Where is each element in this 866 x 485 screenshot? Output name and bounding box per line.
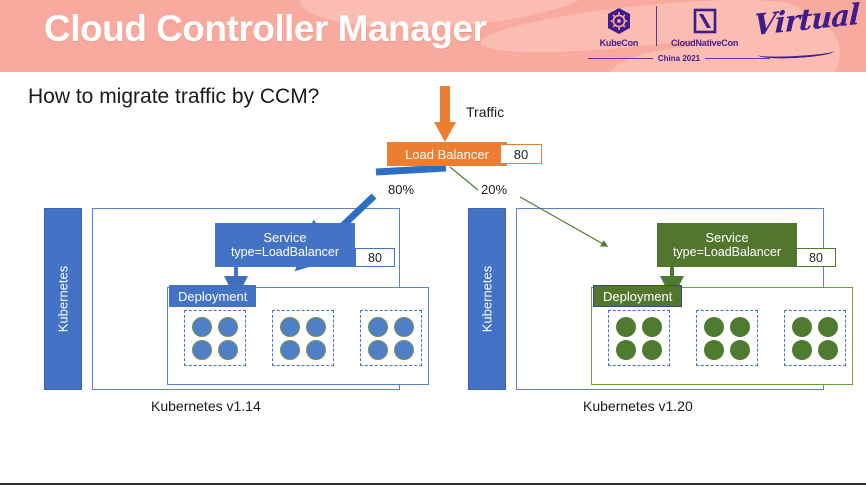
service-box-left[interactable]: Service type=LoadBalancer	[215, 223, 355, 267]
pod	[394, 339, 414, 360]
pod	[192, 316, 212, 337]
traffic-arrow-to-left-cluster	[375, 164, 447, 176]
cloudnativecon-label: CloudNativeCon	[670, 38, 739, 48]
pod-group	[272, 310, 334, 366]
cluster-caption-right: Kubernetes v1.20	[583, 398, 693, 414]
cluster-sidebar-label: Kubernetes	[479, 265, 495, 333]
pod-group	[360, 310, 422, 366]
cluster-caption-left: Kubernetes v1.14	[151, 398, 261, 414]
pod	[368, 316, 388, 337]
cloudnativecon-logo: CloudNativeCon	[663, 4, 747, 48]
cluster-sidebar-label: Kubernetes	[55, 265, 71, 333]
deployment-label-right[interactable]: Deployment	[593, 285, 683, 307]
pod	[730, 339, 750, 360]
service-type-left: type=LoadBalancer	[230, 245, 340, 260]
pod	[192, 339, 212, 360]
pod-group	[608, 310, 670, 366]
load-balancer-box[interactable]: Load Balancer	[387, 142, 507, 166]
pod	[218, 316, 238, 337]
pod	[792, 339, 812, 360]
service-box-right[interactable]: Service type=LoadBalancer	[657, 223, 797, 267]
pod	[368, 339, 388, 360]
pod	[818, 316, 838, 337]
event-rule-left	[588, 58, 653, 59]
deployment-label-left[interactable]: Deployment	[169, 285, 257, 307]
kubernetes-helm-icon	[588, 6, 650, 36]
virtual-badge: Virtual	[746, 0, 860, 60]
logo-divider	[655, 6, 657, 46]
service-type-right: type=LoadBalancer	[672, 245, 782, 260]
cluster-sidebar-left: Kubernetes	[44, 208, 82, 390]
event-rule-right	[705, 58, 770, 59]
service-port-badge-left: 80	[355, 248, 395, 267]
traffic-arrow-to-right-cluster	[449, 166, 479, 191]
load-balancer-port-badge: 80	[500, 144, 542, 164]
pod	[280, 339, 300, 360]
pod	[616, 316, 636, 337]
traffic-label: Traffic	[466, 104, 505, 120]
service-title-right: Service	[705, 229, 749, 245]
cluster-boundary-right: Deployment Service type=LoadBalancer 80	[516, 208, 853, 390]
pod	[394, 316, 414, 337]
page-title: Cloud Controller Manager	[44, 8, 487, 49]
pod	[818, 339, 838, 360]
deployment-boundary-left	[167, 287, 429, 385]
pod	[306, 339, 326, 360]
pod	[642, 316, 662, 337]
pod	[280, 316, 300, 337]
pod	[704, 316, 724, 337]
load-balancer-label: Load Balancer	[405, 146, 489, 162]
cluster-sidebar-right: Kubernetes	[468, 208, 506, 390]
pod	[642, 339, 662, 360]
service-port-badge-right: 80	[796, 248, 836, 267]
event-logo-lockup: KubeCon CloudNativeCon Virtual China 202…	[588, 0, 860, 70]
traffic-split-left-label: 80%	[388, 182, 415, 197]
pod	[616, 339, 636, 360]
traffic-split-right-label: 20%	[481, 182, 508, 197]
pod	[792, 316, 812, 337]
slide-header-band	[0, 0, 866, 72]
event-edition-label: China 2021	[657, 54, 701, 63]
pod	[306, 316, 326, 337]
event-edition-row: China 2021	[588, 54, 770, 63]
pod-group	[784, 310, 846, 366]
pod	[730, 316, 750, 337]
cluster-boundary-left: Deployment Service type=LoadBalancer 80	[92, 208, 429, 390]
pod-group	[184, 310, 246, 366]
slide-question-heading: How to migrate traffic by CCM?	[28, 85, 320, 108]
pod	[218, 339, 238, 360]
cncf-square-icon	[663, 6, 747, 36]
kubecon-label: KubeCon	[599, 38, 639, 48]
pod-group	[696, 310, 758, 366]
virtual-label: Virtual	[753, 0, 861, 43]
traffic-arrow-icon	[434, 86, 456, 142]
service-title-left: Service	[263, 229, 307, 245]
kubecon-logo: KubeCon	[588, 4, 650, 48]
pod	[704, 339, 724, 360]
